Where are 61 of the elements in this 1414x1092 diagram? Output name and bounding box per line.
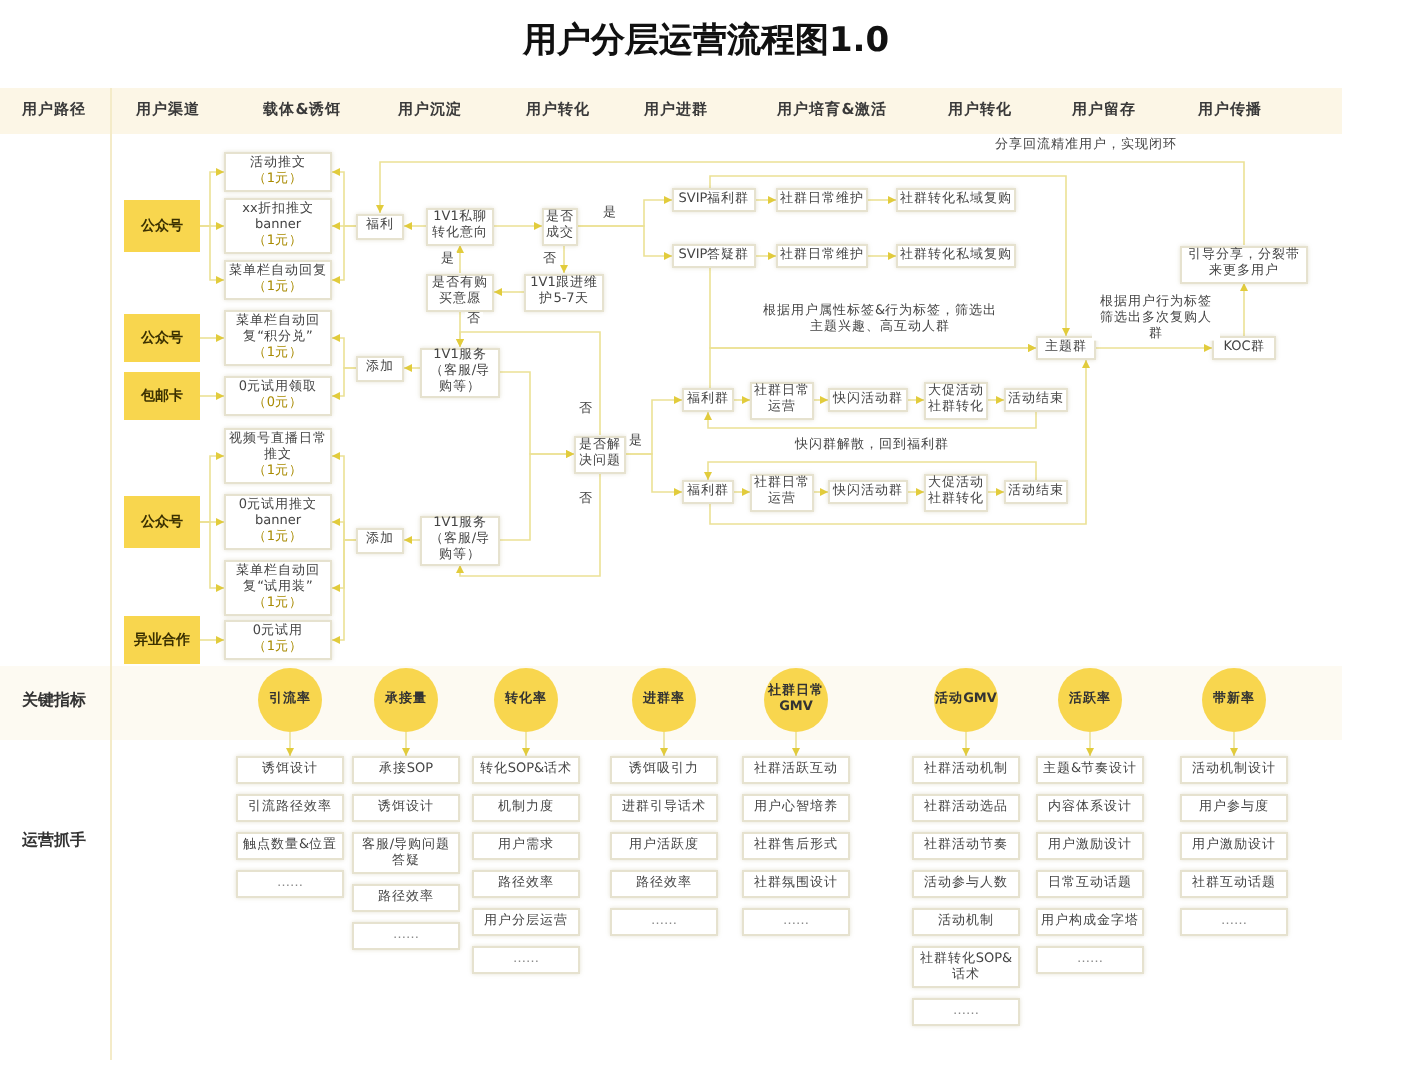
arrow [560, 244, 568, 274]
row-header: 关键指标 [22, 689, 86, 711]
arrow [199, 392, 225, 400]
arrow [907, 488, 925, 496]
arrow [331, 367, 357, 400]
arrow [493, 288, 525, 296]
arrow [962, 731, 970, 757]
process-box [224, 152, 332, 192]
arrow [456, 331, 601, 436]
arrow [499, 450, 575, 541]
arrow [286, 731, 294, 757]
arrow [1230, 731, 1238, 757]
process-box [224, 376, 332, 416]
process-box [224, 198, 332, 254]
arrow [755, 252, 777, 260]
arrow [199, 521, 225, 592]
arrow [456, 310, 464, 348]
arrow [625, 453, 683, 496]
arrow [402, 731, 410, 757]
arrow [987, 488, 1005, 496]
arrow [522, 731, 530, 757]
arrow [660, 731, 668, 757]
process-box [224, 620, 332, 660]
arrow [403, 536, 421, 544]
arrow [709, 175, 1070, 337]
arrow [403, 222, 427, 230]
arrow [403, 364, 421, 372]
arrow [199, 225, 225, 284]
arrow [792, 731, 800, 757]
arrow [704, 411, 1037, 429]
arrow [813, 488, 829, 496]
arrow [199, 636, 225, 644]
arrow [867, 196, 897, 204]
process-box [224, 494, 332, 550]
process-box [224, 428, 332, 484]
arrow [331, 225, 357, 284]
arrow [907, 396, 925, 404]
arrow [987, 396, 1005, 404]
process-box [224, 560, 332, 616]
arrow [456, 472, 601, 577]
arrow [755, 196, 777, 204]
arrow [199, 334, 225, 342]
arrow [704, 461, 1037, 481]
arrow [813, 396, 829, 404]
arrow [456, 244, 464, 274]
process-box [224, 310, 332, 366]
arrow [709, 344, 1037, 389]
arrow [733, 396, 751, 404]
arrow [577, 225, 673, 260]
arrow [1095, 344, 1213, 352]
arrow [1240, 282, 1248, 337]
arrow [867, 252, 897, 260]
arrow [493, 222, 543, 230]
arrow [376, 161, 1245, 246]
arrow [709, 359, 1090, 525]
arrow [331, 539, 357, 644]
arrow [1086, 731, 1094, 757]
process-box [224, 260, 332, 300]
row-header: 运营抓手 [22, 829, 86, 851]
title: 用户分层运营流程图1.0 [522, 19, 890, 63]
arrow [733, 488, 751, 496]
